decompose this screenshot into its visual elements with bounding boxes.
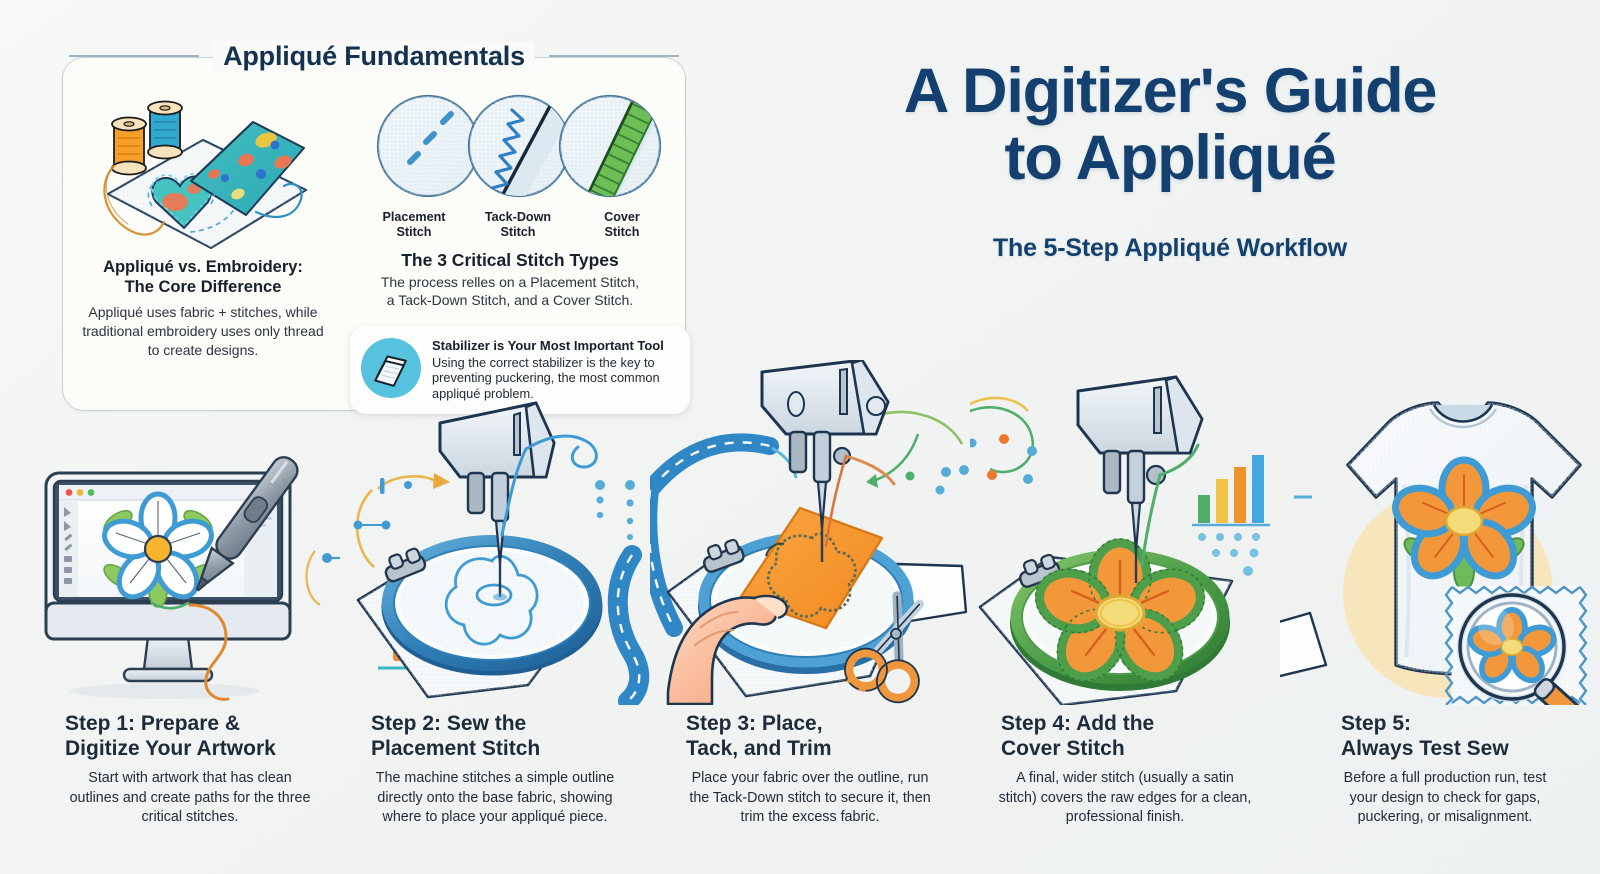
core-difference-heading-line2: The Core Difference	[124, 278, 282, 297]
step-4-illustration	[970, 360, 1280, 705]
step-1-body: Start with artwork that has clean outlin…	[69, 770, 311, 825]
stitch-label-cover: Cover Stitch	[578, 210, 666, 240]
core-difference-heading: Appliqué vs. Embroidery: The Core Differ…	[78, 257, 328, 297]
step-2-heading: Step 2: Sew the Placement Stitch	[371, 711, 619, 761]
step-1-heading-line1: Step 1: Prepare &	[65, 712, 241, 735]
workflow-step-5: Step 5: Always Test Sew Before a full pr…	[1280, 360, 1600, 860]
hand-placing-fabric-and-scissors-icon	[650, 360, 969, 705]
page-title-line1: A Digitizer's Guide	[903, 56, 1438, 126]
step-3-heading-line1: Step 3: Place,	[686, 712, 823, 735]
step-4-body: A final, wider stitch (usually a satin s…	[998, 770, 1252, 825]
stitch-type-circles	[368, 88, 670, 206]
placement-stitch-line1: Placement	[382, 210, 446, 224]
step-1-heading: Step 1: Prepare & Digitize Your Artwork	[65, 711, 315, 761]
stabilizer-callout-heading: Stabilizer is Your Most Important Tool	[432, 338, 664, 353]
step-5-illustration	[1280, 360, 1600, 705]
cover-stitch-line1: Cover	[604, 210, 640, 224]
workflow-steps: Step 1: Prepare & Digitize Your Artwork …	[40, 360, 1596, 860]
stitch-label-tackdown: Tack-Down Stitch	[474, 210, 562, 240]
stabilizer-callout: Stabilizer is Your Most Important Tool U…	[350, 326, 690, 414]
workflow-step-3: Step 3: Place, Tack, and Trim Place your…	[650, 360, 970, 860]
step-3-heading: Step 3: Place, Tack, and Trim	[686, 711, 934, 761]
sewing-machine-placement-stitch-icon	[353, 401, 650, 705]
workflow-step-2: Step 2: Sew the Placement Stitch The mac…	[340, 360, 650, 860]
stabilizer-sheets-icon	[360, 337, 422, 404]
core-difference-heading-line1: Appliqué vs. Embroidery:	[103, 258, 303, 276]
cover-stitch-finished-flower-icon	[970, 375, 1270, 705]
step-2-illustration	[340, 360, 650, 705]
page-title-line2: to Appliqué	[1004, 122, 1337, 193]
tshirt-test-sew-with-magnifier-icon	[1280, 401, 1596, 705]
stabilizer-callout-body: Using the correct stabilizer is the key …	[432, 354, 660, 402]
monitor-with-stylus-and-flower-artwork-icon	[44, 456, 340, 701]
cover-stitch-line2: Stitch	[604, 224, 640, 239]
three-critical-stitch-types-body: The process relles on a Placement Stitch…	[350, 273, 670, 310]
step-4-heading-line2: Cover Stitch	[1001, 737, 1125, 761]
stitch-types-body-line1: The process relles on a Placement Stitch…	[380, 273, 640, 290]
stitch-type-labels: Placement Stitch Tack-Down Stitch Cover …	[350, 210, 670, 240]
page-title: A Digitizer's Guide to Appliqué	[800, 58, 1540, 192]
step-5-body: Before a full production run, test your …	[1343, 770, 1547, 825]
step-3-body: Place your fabric over the outline, run …	[689, 770, 931, 825]
workflow-subtitle: The 5-Step Appliqué Workflow	[992, 233, 1348, 262]
tackdown-stitch-line2: Stitch	[500, 224, 536, 239]
tackdown-stitch-line1: Tack-Down	[484, 210, 552, 224]
workflow-step-1: Step 1: Prepare & Digitize Your Artwork …	[40, 360, 340, 860]
workflow-step-4: Step 4: Add the Cover Stitch A final, wi…	[970, 360, 1280, 860]
applique-vs-embroidery-block: Appliqué vs. Embroidery: The Core Differ…	[78, 82, 328, 360]
title-rule-left	[69, 55, 200, 57]
step-3-illustration	[650, 360, 970, 705]
step-5-heading: Step 5: Always Test Sew	[1341, 711, 1549, 761]
stitch-types-block: Placement Stitch Tack-Down Stitch Cover …	[350, 88, 670, 310]
stabilizer-callout-text: Stabilizer is Your Most Important Tool U…	[432, 338, 678, 402]
stitch-label-placement: Placement Stitch	[370, 210, 458, 240]
step-4-heading-line1: Step 4: Add the	[1001, 712, 1155, 735]
title-rule-right	[548, 55, 679, 57]
stitch-types-body-line2: a Tack-Down Stitch, and a Cover Stitch.	[386, 292, 634, 309]
step-1-heading-line2: Digitize Your Artwork	[65, 737, 276, 761]
step-2-heading-line2: Placement Stitch	[371, 737, 541, 761]
fundamentals-card-title: Appliqué Fundamentals	[213, 40, 535, 72]
step-1-illustration	[40, 360, 340, 705]
core-difference-body: Appliqué uses fabric + stitches, while t…	[82, 304, 324, 358]
step-2-heading-line1: Step 2: Sew the	[371, 712, 527, 735]
step-2-body: The machine stitches a simple outline di…	[375, 770, 615, 825]
hero-title-block: A Digitizer's Guide to Appliqué The 5-St…	[800, 58, 1540, 263]
placement-stitch-line2: Stitch	[396, 224, 432, 239]
step-3-heading-line2: Tack, and Trim	[686, 737, 832, 761]
step-4-heading: Step 4: Add the Cover Stitch	[1001, 711, 1249, 761]
step-5-heading-line2: Always Test Sew	[1341, 737, 1509, 761]
three-critical-stitch-types-heading: The 3 Critical Stitch Types	[401, 249, 619, 270]
fundamentals-title-row: Appliqué Fundamentals	[62, 32, 686, 80]
spools-and-fabric-illustration	[103, 100, 308, 250]
step-5-heading-line1: Step 5:	[1341, 712, 1412, 735]
